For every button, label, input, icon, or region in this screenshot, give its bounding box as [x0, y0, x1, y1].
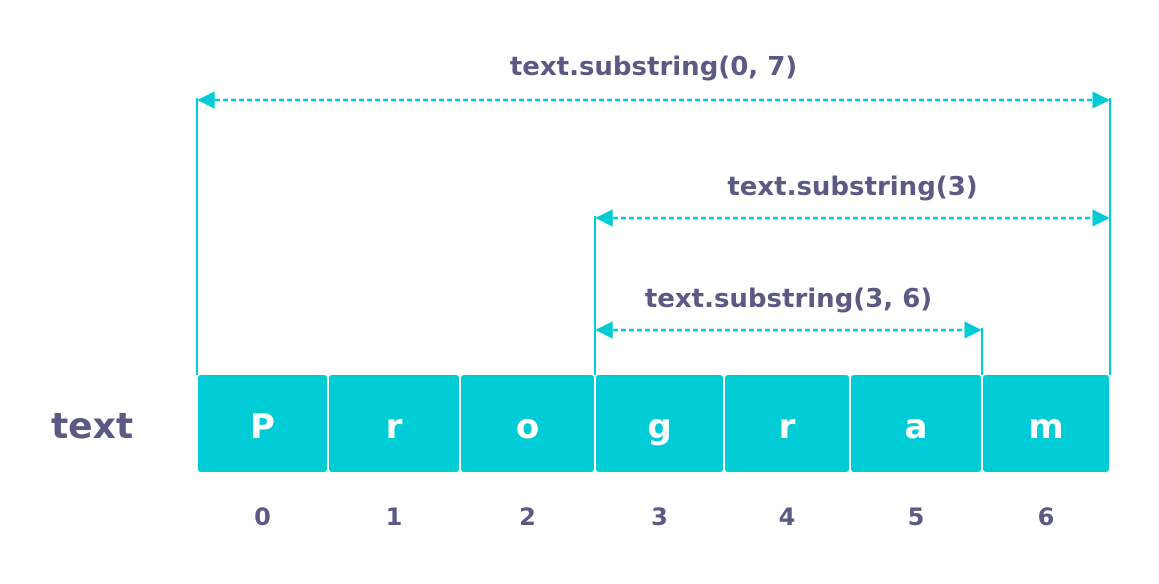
- cell-char-0: P: [250, 407, 275, 447]
- index-5: 5: [908, 503, 925, 531]
- range-2-label: text.substring(3, 6): [645, 284, 932, 314]
- range-1-label: text.substring(3): [727, 172, 977, 202]
- cell-3: [596, 375, 723, 472]
- index-2: 2: [519, 503, 536, 531]
- cell-4: [725, 375, 849, 472]
- index-labels: 0 1 2 3 4 5 6: [254, 503, 1054, 531]
- variable-label: text: [51, 406, 133, 447]
- cell-char-5: a: [905, 407, 928, 447]
- cell-char-6: m: [1028, 407, 1063, 447]
- cell-char-1: r: [386, 407, 403, 447]
- cell-6: [983, 375, 1109, 472]
- cell-char-2: o: [516, 407, 539, 447]
- cell-1: [329, 375, 459, 472]
- index-0: 0: [254, 503, 271, 531]
- index-4: 4: [779, 503, 796, 531]
- cell-2: [461, 375, 594, 472]
- cell-5: [851, 375, 981, 472]
- cell-char-3: g: [647, 407, 671, 447]
- range-2: text.substring(3, 6): [594, 284, 983, 375]
- range-0: text.substring(0, 7): [196, 52, 1111, 375]
- range-0-label: text.substring(0, 7): [510, 52, 797, 82]
- substring-ranges: text.substring(0, 7) text.substring(3) tex…: [196, 52, 1111, 375]
- range-1: text.substring(3): [594, 172, 1111, 375]
- cell-char-4: r: [779, 407, 796, 447]
- index-3: 3: [651, 503, 668, 531]
- index-6: 6: [1038, 503, 1055, 531]
- cell-0: [198, 375, 327, 472]
- index-1: 1: [386, 503, 403, 531]
